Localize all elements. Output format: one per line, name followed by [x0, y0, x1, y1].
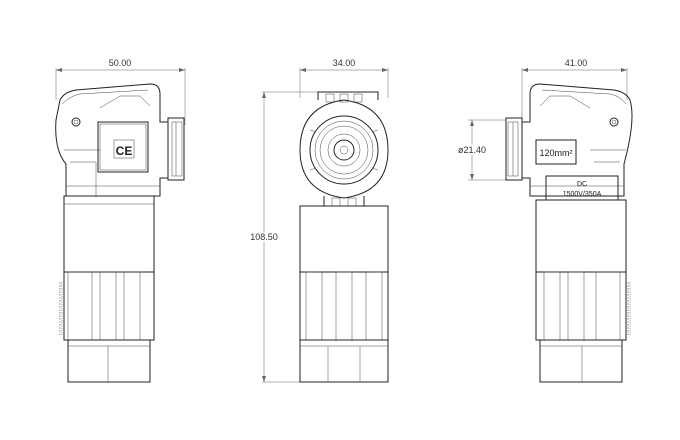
dim-label-nut-diameter: ø21.40 — [458, 145, 486, 155]
right-nut — [505, 117, 523, 181]
dim-left-width: 50.00 — [55, 58, 186, 125]
dim-front-height: 108.50 — [249, 91, 318, 383]
right-side-view: 41.00 ø21.40 120mm² DC — [456, 58, 633, 383]
left-side-view: 50.00 CE — [55, 58, 186, 383]
dim-label-front-height: 108.50 — [250, 232, 278, 242]
front-view: 34.00 108.50 — [249, 58, 389, 383]
dim-right-width: 41.00 — [521, 58, 628, 120]
dim-label-right-width: 41.00 — [565, 58, 588, 68]
cross-section-label: 120mm² — [539, 148, 572, 158]
rating-value-label: 1500V/350A — [563, 191, 602, 198]
left-nut — [167, 117, 185, 181]
dim-front-width: 34.00 — [299, 58, 389, 98]
dim-label-left-width: 50.00 — [109, 58, 132, 68]
dim-label-front-width: 34.00 — [333, 58, 356, 68]
ce-mark: CE — [116, 144, 133, 158]
dim-nut-diameter: ø21.40 — [456, 119, 506, 181]
rating-type-label: DC — [577, 181, 587, 188]
